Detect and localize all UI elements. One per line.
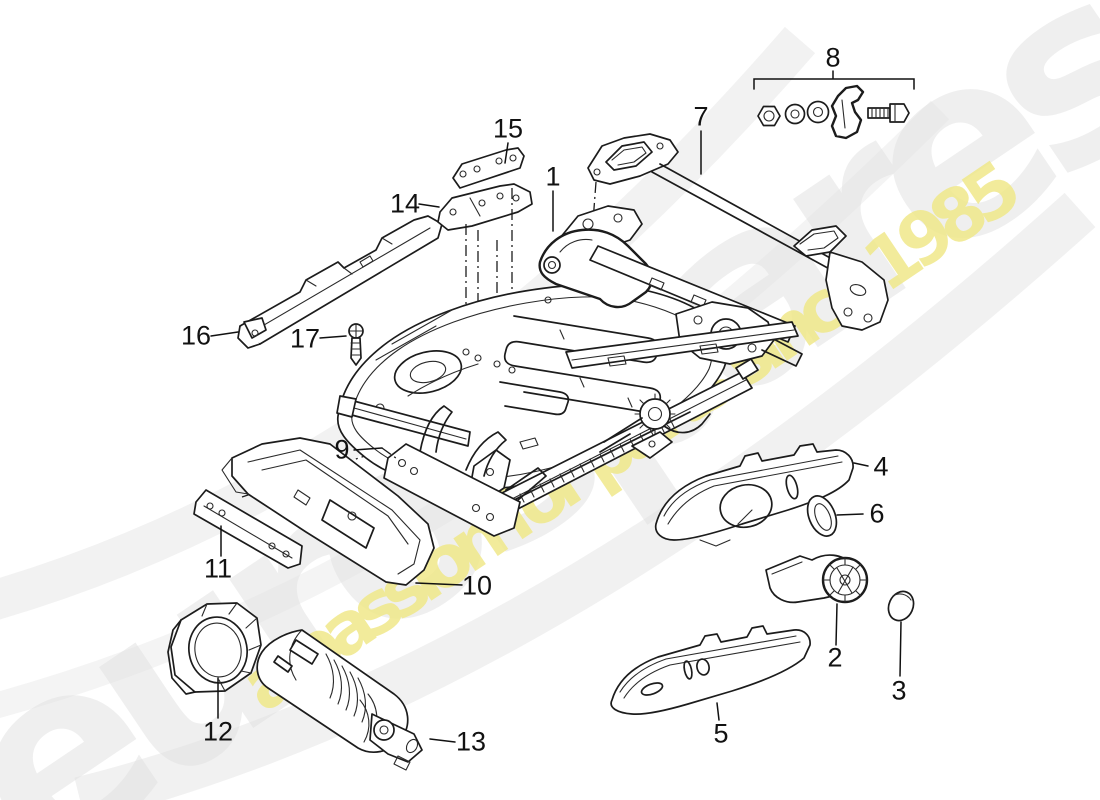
callout-15: 15 [492,113,524,144]
callout-11: 11 [203,553,233,584]
part-6-bezel [802,492,842,541]
part-3-cap [884,587,918,624]
callout-14: 14 [389,188,421,219]
callout-5: 5 [713,718,729,749]
part-8-fastener-kit [754,71,914,138]
callout-17: 17 [289,323,321,354]
part-2-handle [766,555,867,602]
part-9-bracket [382,406,546,536]
callout-13: 13 [455,726,487,757]
callout-9: 9 [334,434,350,465]
part-16-rail [238,216,442,348]
callout-7: 7 [693,101,709,132]
callout-3: 3 [891,675,907,706]
callout-16: 16 [180,320,212,351]
callout-1: 1 [545,161,561,192]
callout-6: 6 [869,498,885,529]
part-13-extinguisher [257,630,422,770]
part-15-plate [453,148,524,188]
part-17-screw [349,324,363,365]
callout-2: 2 [827,642,843,673]
part-11-strap [194,490,302,568]
watermark-swoosh [74,192,1096,800]
callout-12: 12 [202,716,234,747]
part-5-trim-inner [611,626,810,714]
part-10-tray [222,438,434,585]
part-4-trim-outer [656,444,853,546]
leader-lines [211,131,901,742]
part-12-ring [168,603,261,694]
callout-8: 8 [825,42,841,73]
callout-10: 10 [461,570,493,601]
part-14-plate [438,184,532,230]
callout-4: 4 [873,451,889,482]
part-7-crossmember [588,134,888,330]
